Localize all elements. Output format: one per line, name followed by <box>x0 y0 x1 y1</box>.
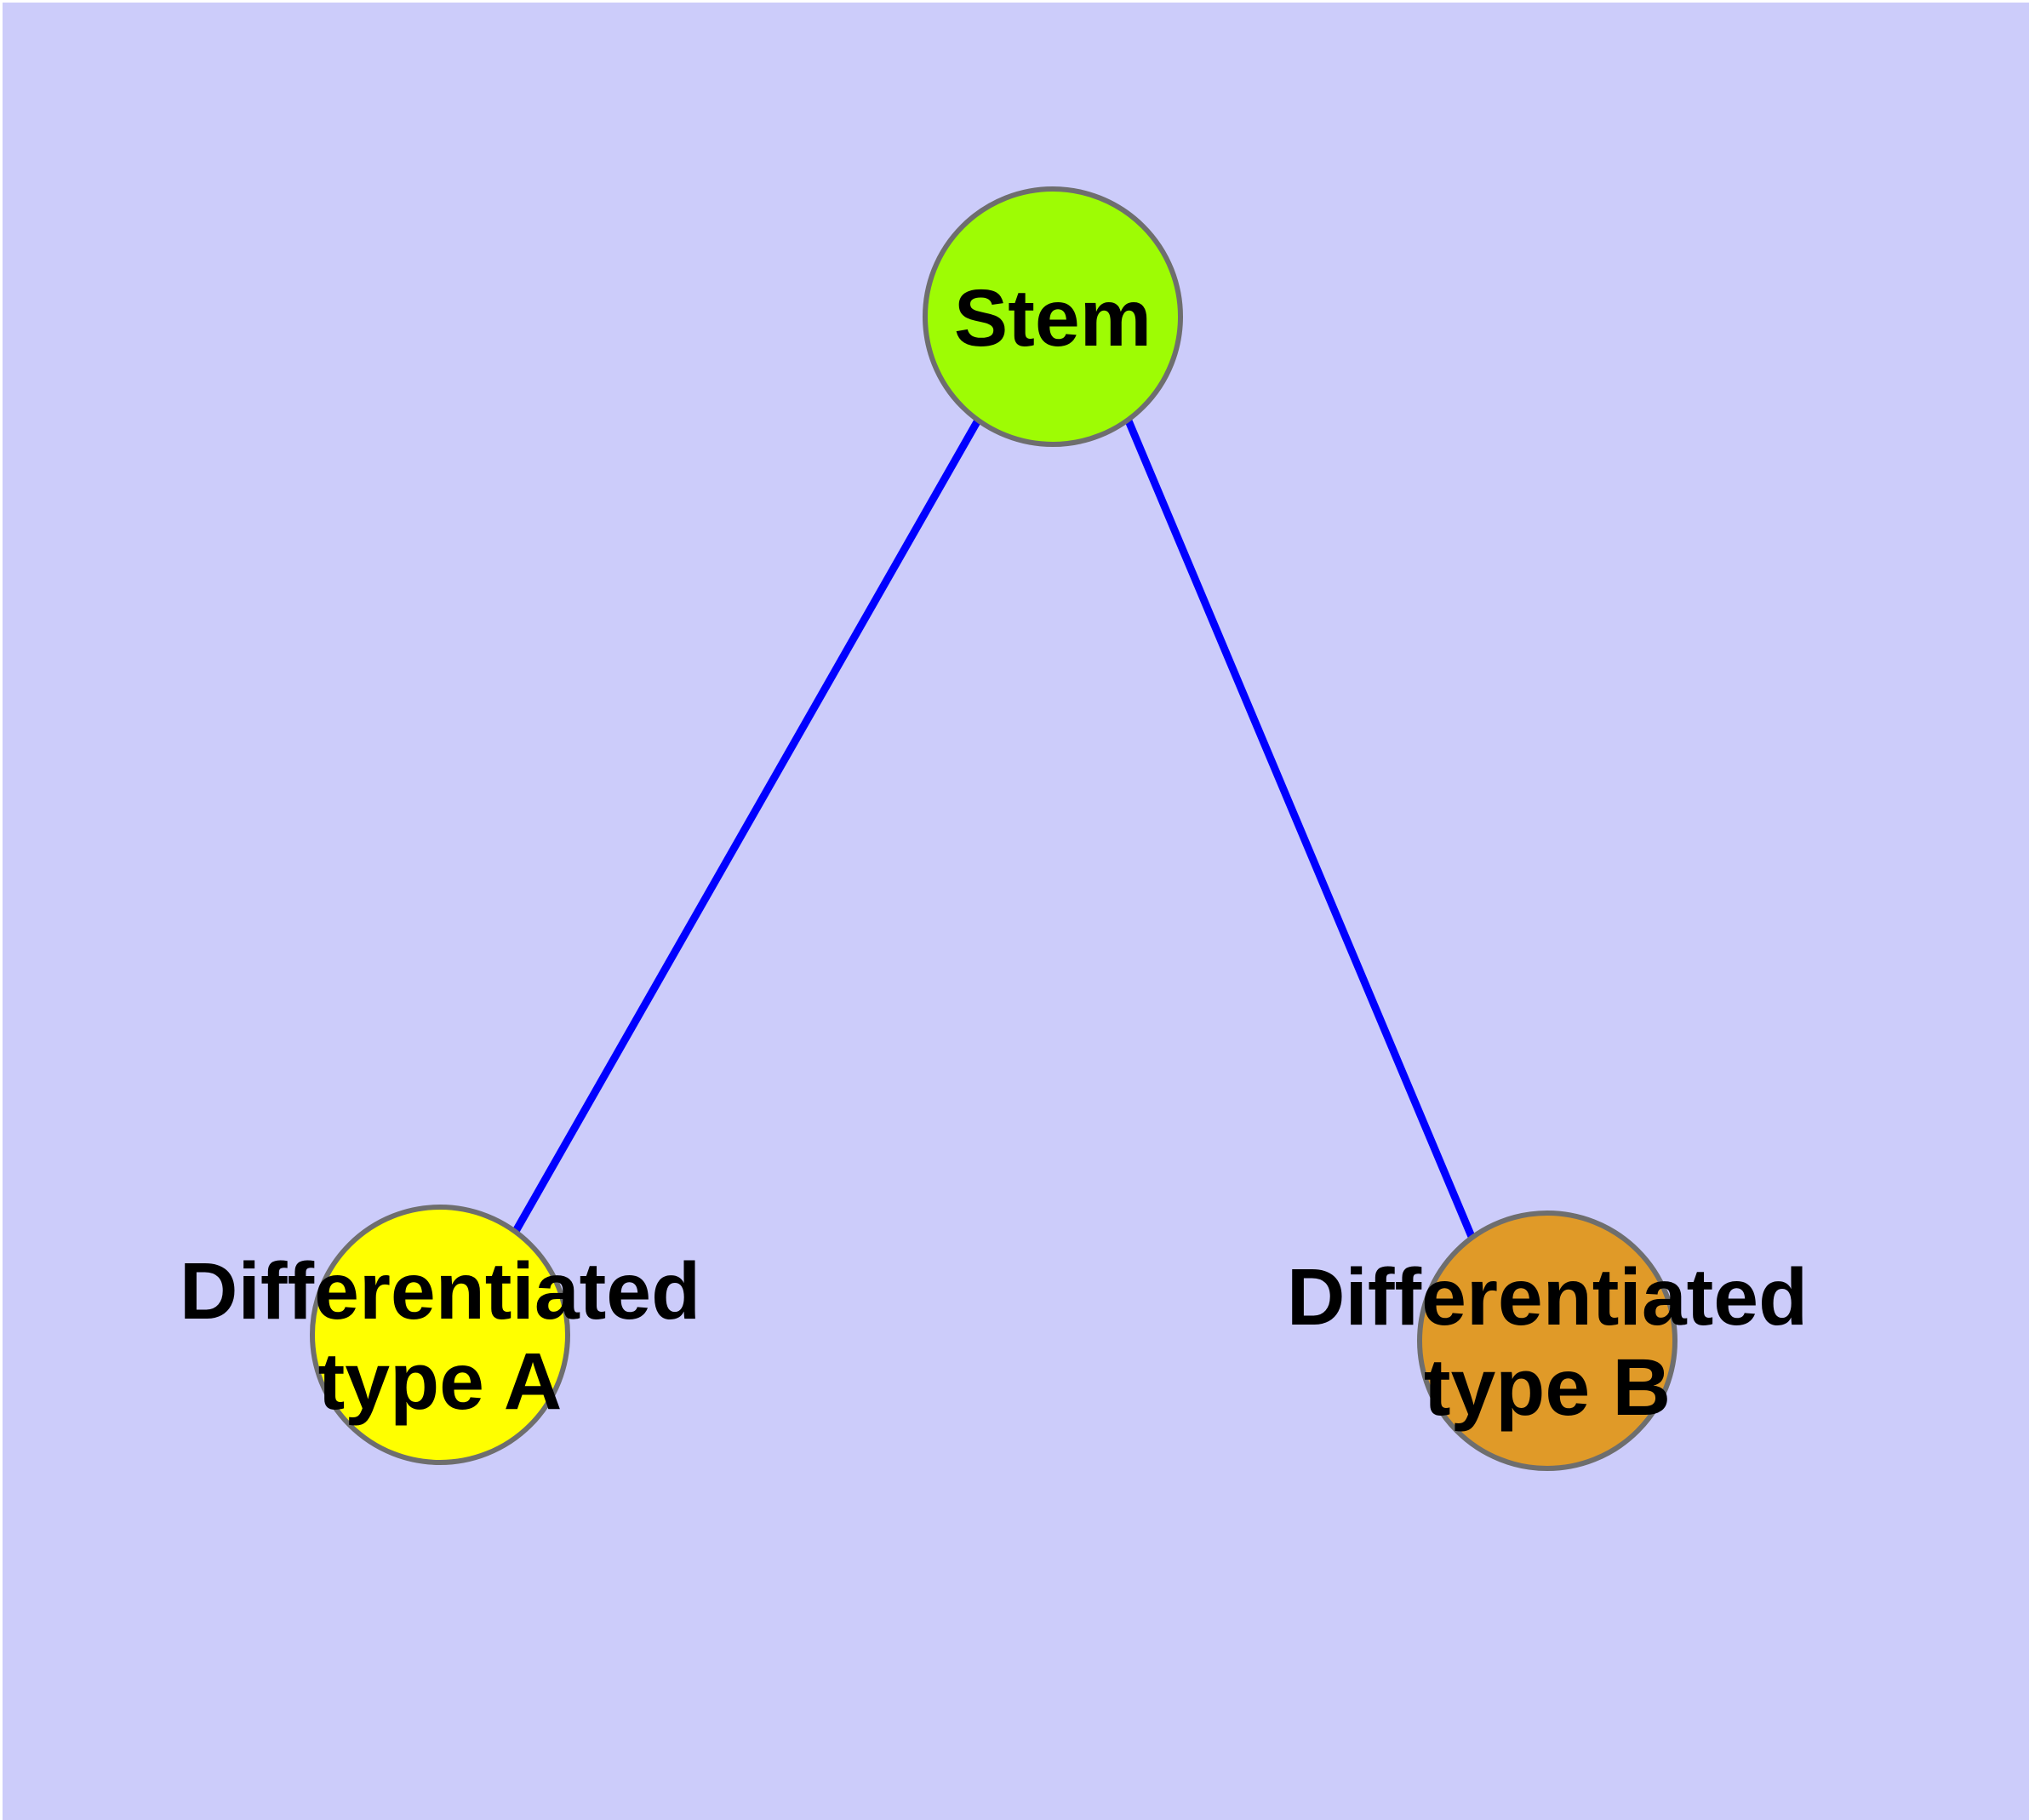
node-layer <box>310 186 1677 1471</box>
graph-edge-stem-diff_b[interactable] <box>1123 417 1477 1240</box>
label-line: type B <box>1424 1342 1671 1433</box>
label-line: Differentiated <box>180 1246 700 1336</box>
edge-layer <box>512 416 1477 1240</box>
label-line: Stem <box>954 273 1152 363</box>
label-line: Differentiated <box>1287 1252 1808 1342</box>
graph-node-diff_b[interactable] <box>1417 1210 1677 1471</box>
label-line: type A <box>318 1336 563 1427</box>
graph-node-diff_a[interactable] <box>310 1205 570 1465</box>
graph-node-stem[interactable] <box>923 186 1183 447</box>
graph-node-label-stem: Stem <box>954 273 1152 363</box>
graph-edge-stem-diff_a[interactable] <box>512 416 982 1235</box>
